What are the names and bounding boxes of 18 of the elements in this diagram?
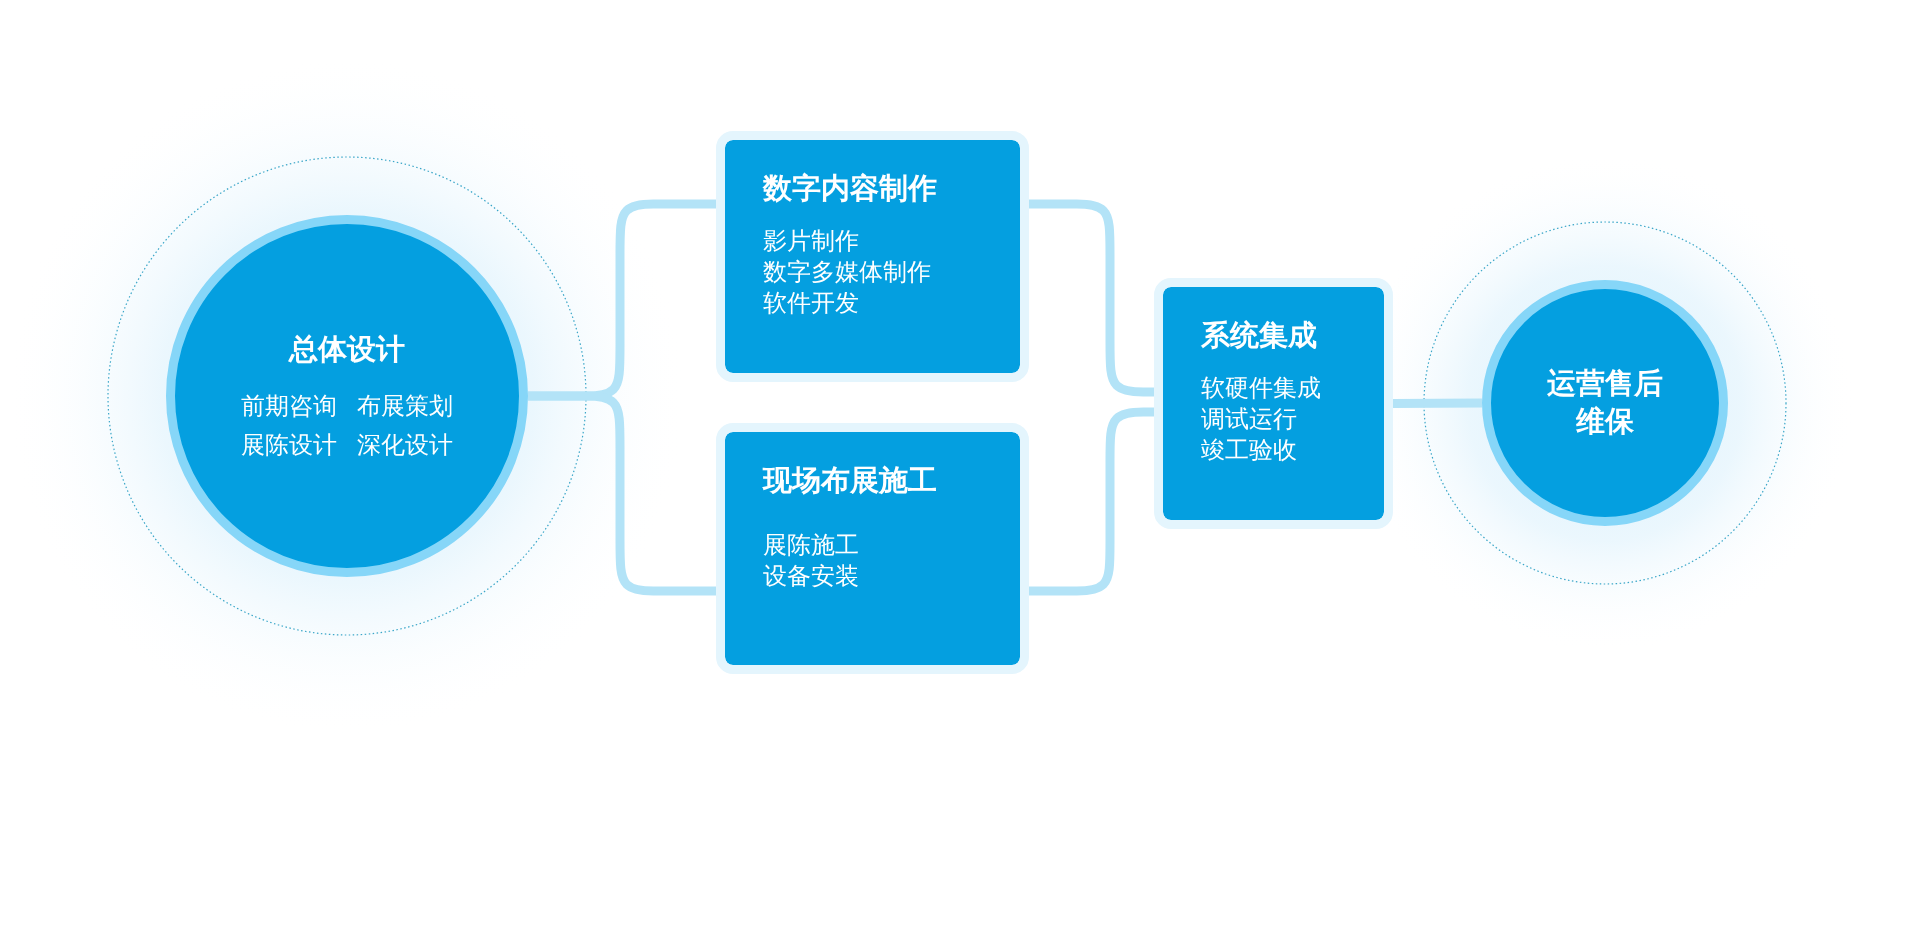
node-item: 展陈施工 xyxy=(763,529,859,561)
node-title: 系统集成 xyxy=(1201,317,1317,354)
node-title: 运营售后维保 xyxy=(1546,365,1664,440)
node-title: 总体设计 xyxy=(289,330,405,368)
node-item: 软硬件集成 xyxy=(1201,372,1321,404)
node-item: 竣工验收 xyxy=(1201,435,1297,467)
node-item: 布展策划 xyxy=(357,390,453,422)
node-item: 前期咨询 xyxy=(241,390,337,422)
connector-line xyxy=(528,391,716,596)
node-item: 设备安装 xyxy=(763,560,859,592)
node-item: 调试运行 xyxy=(1201,403,1297,435)
node-item: 展陈设计 xyxy=(241,429,337,461)
node-item: 数字多媒体制作 xyxy=(763,256,931,288)
node-title: 数字内容制作 xyxy=(763,170,937,207)
node-title: 现场布展施工 xyxy=(763,462,937,499)
node-item: 深化设计 xyxy=(357,429,453,461)
node-item: 影片制作 xyxy=(763,225,859,257)
node-item: 软件开发 xyxy=(763,288,859,320)
